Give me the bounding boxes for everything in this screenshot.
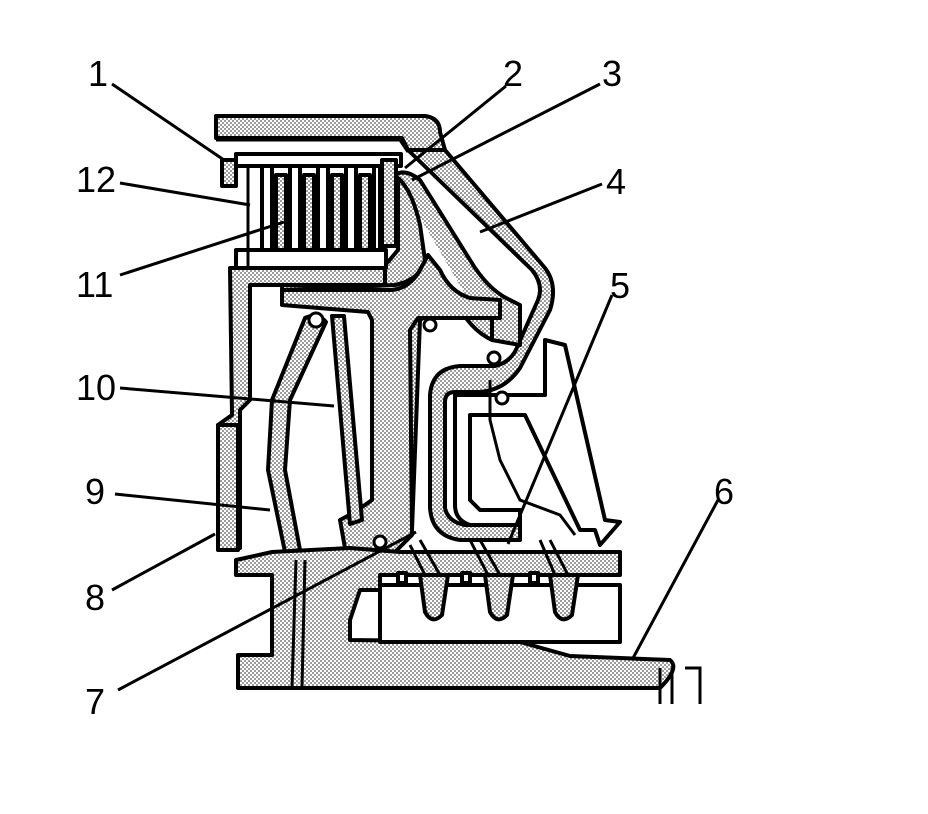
bleed-hole [422,317,438,333]
inner-channel [488,380,577,536]
bleed-hole [372,534,388,550]
callout-11: 11 [76,264,113,305]
leader-lines [111,82,720,692]
seal [460,571,472,585]
clutch-plate [274,173,288,257]
pressure-plate [380,158,398,248]
housing-top-cap [214,114,447,152]
callout-labels: 1 2 3 4 5 6 7 8 9 10 11 12 [76,53,734,722]
clutch-hub [234,248,388,270]
clutch-plate [330,173,344,257]
callout-10: 10 [76,367,116,408]
seal [528,571,540,585]
snap-ring [220,158,238,188]
callout-8: 8 [85,577,105,618]
return-spring [330,314,364,526]
seal-groove [483,573,515,622]
spring-retainer [266,313,328,554]
fluid-passage [408,539,570,576]
callout-3: 3 [602,53,622,94]
callout-9: 9 [85,471,105,512]
clutch-plate [358,173,372,257]
rivet [307,311,325,329]
seal-groove [418,573,450,622]
housing-top-lip [216,138,410,153]
callout-6: 6 [714,471,734,512]
clutch-plate [372,164,382,252]
piston-inner [280,253,502,554]
callout-2: 2 [503,53,523,94]
lower-hub [234,546,676,690]
left-flange [216,423,240,552]
callout-5: 5 [610,265,630,306]
clutch-plate-stack [234,152,403,270]
bleed-hole [494,390,510,406]
seal [396,571,408,585]
callout-4: 4 [606,161,626,202]
callout-7: 7 [85,681,105,722]
callout-1: 1 [88,53,108,94]
rear-channel [453,338,622,547]
output-shaft-stub [658,666,702,704]
clutch-plate [302,173,316,257]
seal-groove [548,573,580,622]
callout-12: 12 [76,159,116,200]
bleed-hole [486,350,502,366]
